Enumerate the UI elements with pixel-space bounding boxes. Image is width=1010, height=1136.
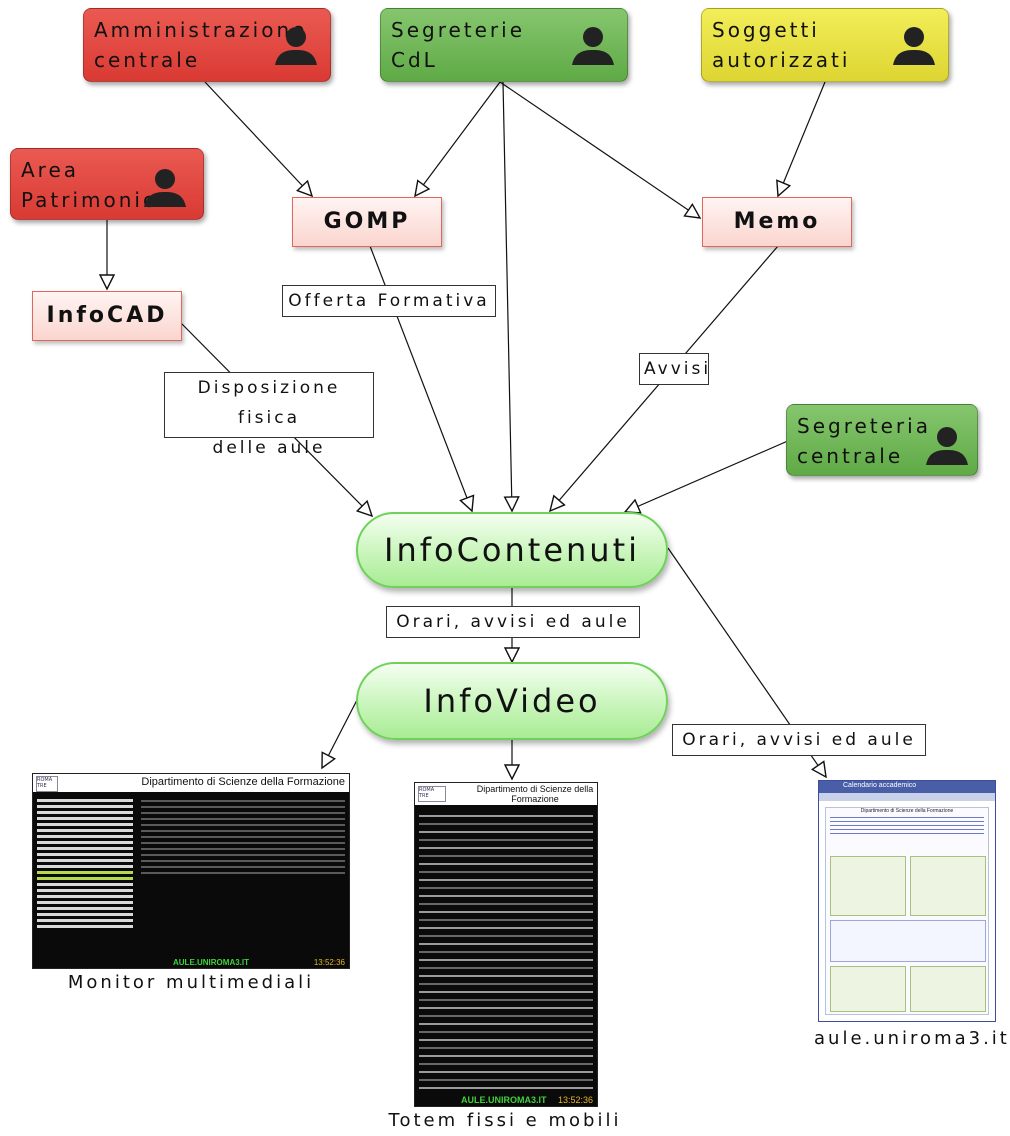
edge-label-orari-infovideo: Orari, avvisi ed aule — [386, 606, 640, 638]
edge-segreterie-memo — [499, 81, 700, 218]
edge-label-orari-web: Orari, avvisi ed aule — [672, 724, 926, 756]
monitor-screenshot: ROMA TRE Dipartimento di Scienze della F… — [32, 773, 350, 969]
web-header: Calendario accademico — [843, 782, 917, 789]
edge-segreterie-gomp — [415, 81, 501, 196]
web-title: Dipartimento di Scienze della Formazione — [860, 808, 954, 814]
node-amministrazione-centrale: Amministrazione centrale — [83, 8, 331, 82]
edge-amministrazione-gomp — [204, 81, 312, 196]
totem-header: Dipartimento di Scienze della Formazione — [476, 784, 594, 804]
totem-url: AULE.UNIROMA3.IT — [461, 1095, 547, 1105]
node-label: Area Patrimonio — [21, 158, 159, 212]
caption-web: aule.uniroma3.it — [814, 1028, 1010, 1049]
user-icon — [144, 169, 186, 207]
node-infocad: InfoCAD — [32, 291, 182, 341]
node-segreterie-cdl: Segreterie CdL — [380, 8, 628, 82]
university-logo: ROMA TRE — [418, 786, 446, 802]
caption-monitor: Monitor multimediali — [67, 972, 315, 993]
node-soggetti-autorizzati: Soggetti autorizzati — [701, 8, 949, 82]
web-screenshot: Calendario accademico Dipartimento di Sc… — [818, 780, 996, 1022]
edge-label-disposizione-fisica: Disposizione fisica delle aule — [164, 372, 374, 458]
edge-soggetti-memo — [778, 81, 826, 196]
node-infocontenuti: InfoContenuti — [356, 512, 668, 588]
edge-label-offerta-formativa: Offerta Formativa — [282, 285, 496, 317]
university-logo: ROMA TRE — [36, 776, 58, 792]
user-icon — [893, 27, 935, 65]
edge-segreterie-infocontenuti — [502, 81, 512, 511]
edge-segreteria-infocontenuti — [625, 439, 791, 512]
user-icon — [275, 27, 317, 65]
node-area-patrimonio: Area Patrimonio — [10, 148, 204, 220]
node-gomp: GOMP — [292, 197, 442, 247]
totem-screenshot: ROMA TRE Dipartimento di Scienze della F… — [414, 782, 598, 1107]
node-label: Segreteria centrale — [797, 414, 931, 468]
caption-totem: Totem fissi e mobili — [388, 1110, 622, 1131]
user-icon — [572, 27, 614, 65]
node-memo: Memo — [702, 197, 852, 247]
edge-label-avvisi: Avvisi — [639, 353, 709, 385]
monitor-url: AULE.UNIROMA3.IT — [173, 958, 249, 967]
monitor-header: Dipartimento di Scienze della Formazione — [141, 776, 345, 788]
node-label: Segreterie CdL — [391, 18, 526, 72]
monitor-clock: 13:52:36 — [313, 958, 345, 967]
node-segreteria-centrale: Segreteria centrale — [786, 404, 978, 476]
totem-clock: 13:52:36 — [557, 1095, 593, 1105]
user-icon — [926, 427, 968, 465]
node-infovideo: InfoVideo — [356, 662, 668, 740]
edge-infovideo-monitor — [322, 699, 358, 768]
node-label: Amministrazione centrale — [94, 18, 308, 72]
node-label: Soggetti autorizzati — [712, 18, 851, 72]
